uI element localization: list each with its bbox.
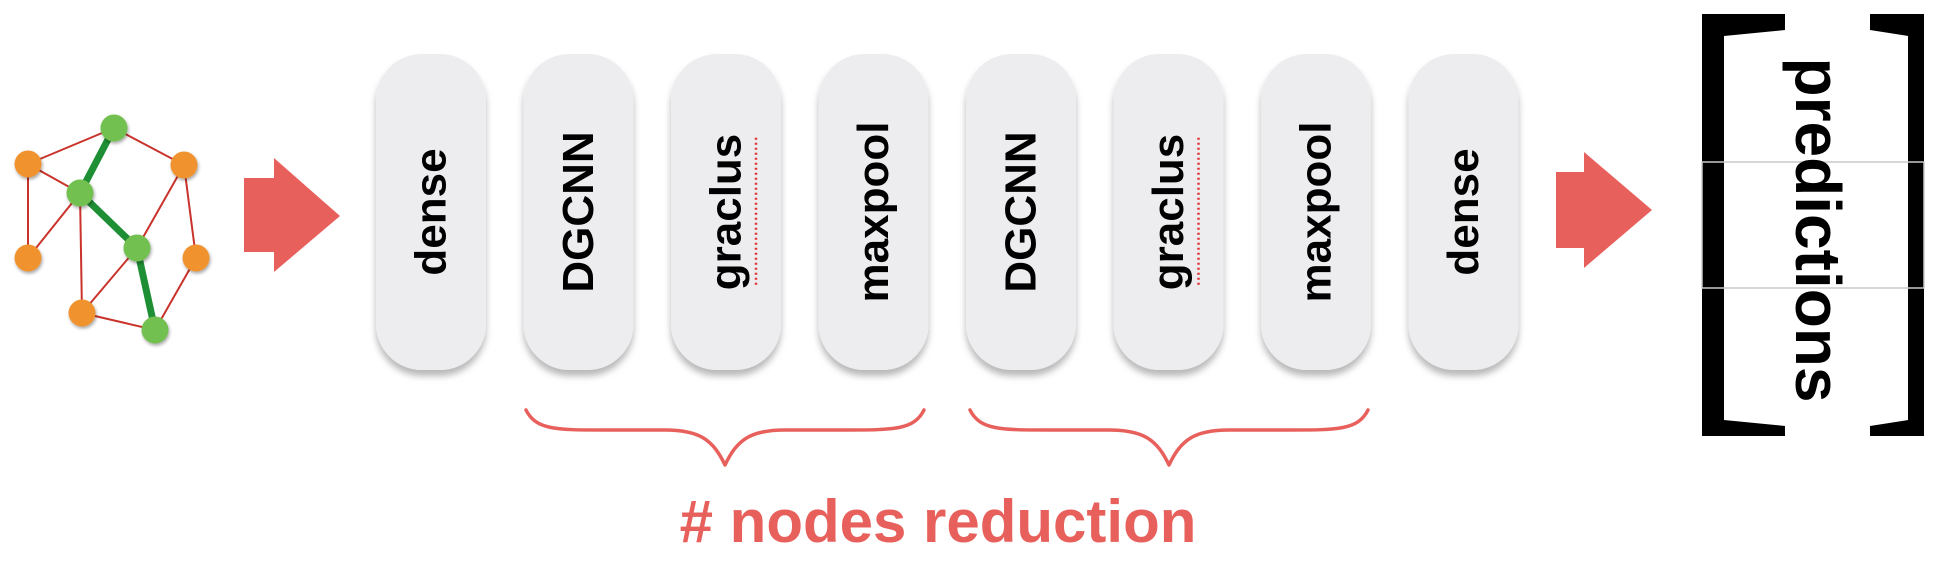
layer-box bbox=[671, 54, 781, 370]
graph-edge bbox=[79, 192, 83, 314]
layer-label: maxpool bbox=[1292, 122, 1341, 303]
predictions-label: predictions bbox=[1782, 58, 1854, 403]
graph-edges bbox=[27, 127, 197, 331]
layer-label: DGCNN bbox=[554, 131, 603, 292]
layer-label: graclus bbox=[702, 134, 751, 291]
graph-path-edges bbox=[76, 124, 159, 334]
layer-box bbox=[376, 54, 486, 370]
layer-label: dense bbox=[1439, 148, 1488, 275]
graph-node-orange bbox=[14, 244, 42, 272]
graph-node-green bbox=[66, 179, 94, 207]
layer-box bbox=[523, 54, 634, 370]
graph-edge bbox=[27, 127, 115, 165]
graph-node-green bbox=[123, 234, 151, 262]
graph-node-green bbox=[100, 114, 128, 142]
graph-node-orange bbox=[68, 299, 96, 327]
graph-edge bbox=[183, 164, 197, 259]
layer-maxpool: maxpool bbox=[818, 54, 929, 370]
graph-edge bbox=[27, 192, 81, 259]
layer-box bbox=[1113, 54, 1224, 370]
layer-dgcnn: DGCNN bbox=[966, 54, 1076, 370]
graph-node-orange bbox=[182, 244, 210, 272]
graph-path-edge bbox=[133, 244, 159, 334]
graph-node-green bbox=[141, 316, 169, 344]
graph-edge bbox=[81, 247, 138, 314]
layer-box bbox=[966, 54, 1076, 370]
graph-edge bbox=[136, 164, 185, 249]
graph-node-orange bbox=[170, 151, 198, 179]
layer-label: DGCNN bbox=[997, 131, 1046, 292]
graph-icon bbox=[14, 114, 210, 344]
layer-graclus: graclus bbox=[1113, 54, 1224, 370]
layer-box bbox=[1408, 54, 1519, 370]
braces bbox=[524, 408, 1370, 467]
bracket-guide bbox=[1701, 161, 1925, 289]
nodes-reduction-caption: # nodes reduction bbox=[680, 488, 1197, 555]
graph-node-orange bbox=[14, 150, 42, 178]
layer-box bbox=[1261, 54, 1371, 370]
layer-dgcnn: DGCNN bbox=[523, 54, 634, 370]
layer-dense: dense bbox=[1408, 54, 1519, 370]
layer-box bbox=[818, 54, 929, 370]
right-bracket-icon bbox=[1870, 14, 1924, 436]
graph-nodes bbox=[14, 114, 210, 344]
layer-label: graclus bbox=[1144, 134, 1193, 291]
curly-brace-icon bbox=[968, 408, 1370, 467]
layer-maxpool: maxpool bbox=[1261, 54, 1371, 370]
curly-brace-icon bbox=[524, 408, 926, 467]
layer-graclus: graclus bbox=[671, 54, 781, 370]
graph-edge bbox=[154, 257, 197, 331]
left-bracket-icon bbox=[1702, 14, 1785, 436]
output-arrow-icon bbox=[1556, 152, 1652, 268]
predictions-vector: predictions bbox=[1701, 14, 1925, 436]
layer-stack: dense DGCNN graclus maxpool DGCNN graclus maxp… bbox=[376, 54, 1519, 370]
input-arrow-icon bbox=[244, 158, 340, 272]
layer-label: dense bbox=[407, 148, 456, 275]
layer-label: maxpool bbox=[849, 122, 898, 303]
layer-dense: dense bbox=[376, 54, 486, 370]
